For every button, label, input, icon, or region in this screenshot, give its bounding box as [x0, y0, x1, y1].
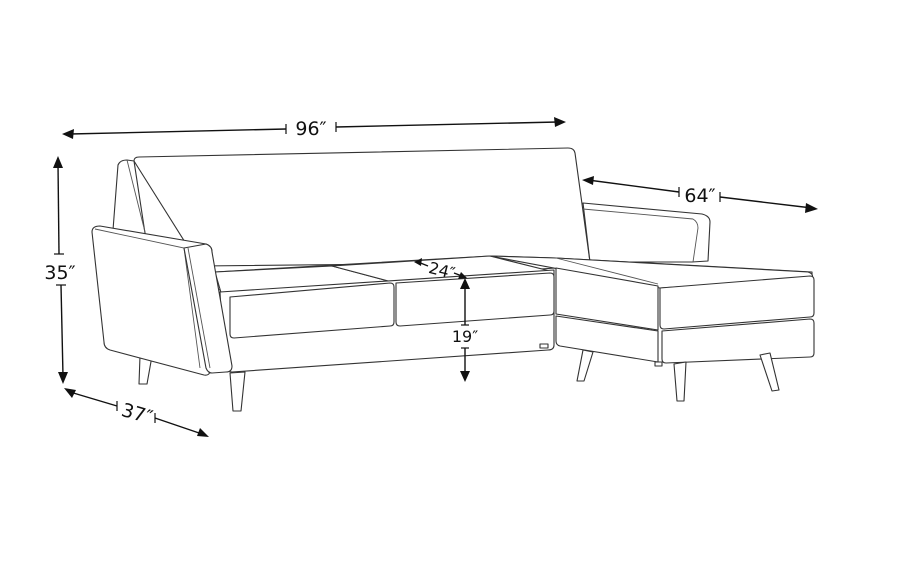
- left-arm-inner: [183, 243, 233, 374]
- backrest: [133, 147, 591, 267]
- seat-height-label: 19″: [452, 327, 478, 346]
- seat-cushion-left-front: [229, 282, 395, 339]
- seat-cushion-middle-front: [395, 272, 555, 327]
- height-label: 35″: [44, 262, 75, 284]
- center-glide: [539, 343, 549, 349]
- chaise-base-front: [661, 318, 815, 364]
- width-label: 96″: [295, 118, 326, 140]
- chaise-length-label: 64″: [684, 185, 715, 207]
- chaise-base-side: [555, 315, 659, 363]
- chaise-back-arm: [582, 202, 711, 263]
- height-dimension: 35″: [44, 156, 76, 384]
- chaise-leg-front-right: [759, 352, 780, 392]
- chaise-cushion-side: [555, 267, 659, 331]
- width-dimension: 96″: [62, 117, 566, 140]
- depth-dimension: 37″: [64, 388, 209, 437]
- chaise-length-dimension: 64″: [582, 176, 818, 213]
- depth-label: 37″: [119, 399, 155, 429]
- chaise-glide: [654, 361, 663, 367]
- chaise-cushion-front: [659, 275, 815, 330]
- front-left-leg: [229, 371, 246, 412]
- chaise-leg-back-left: [576, 349, 594, 382]
- sofa-drawing: [91, 147, 815, 412]
- chaise-leg-front-left: [673, 361, 687, 402]
- seat-height-dimension: 19″: [452, 278, 478, 382]
